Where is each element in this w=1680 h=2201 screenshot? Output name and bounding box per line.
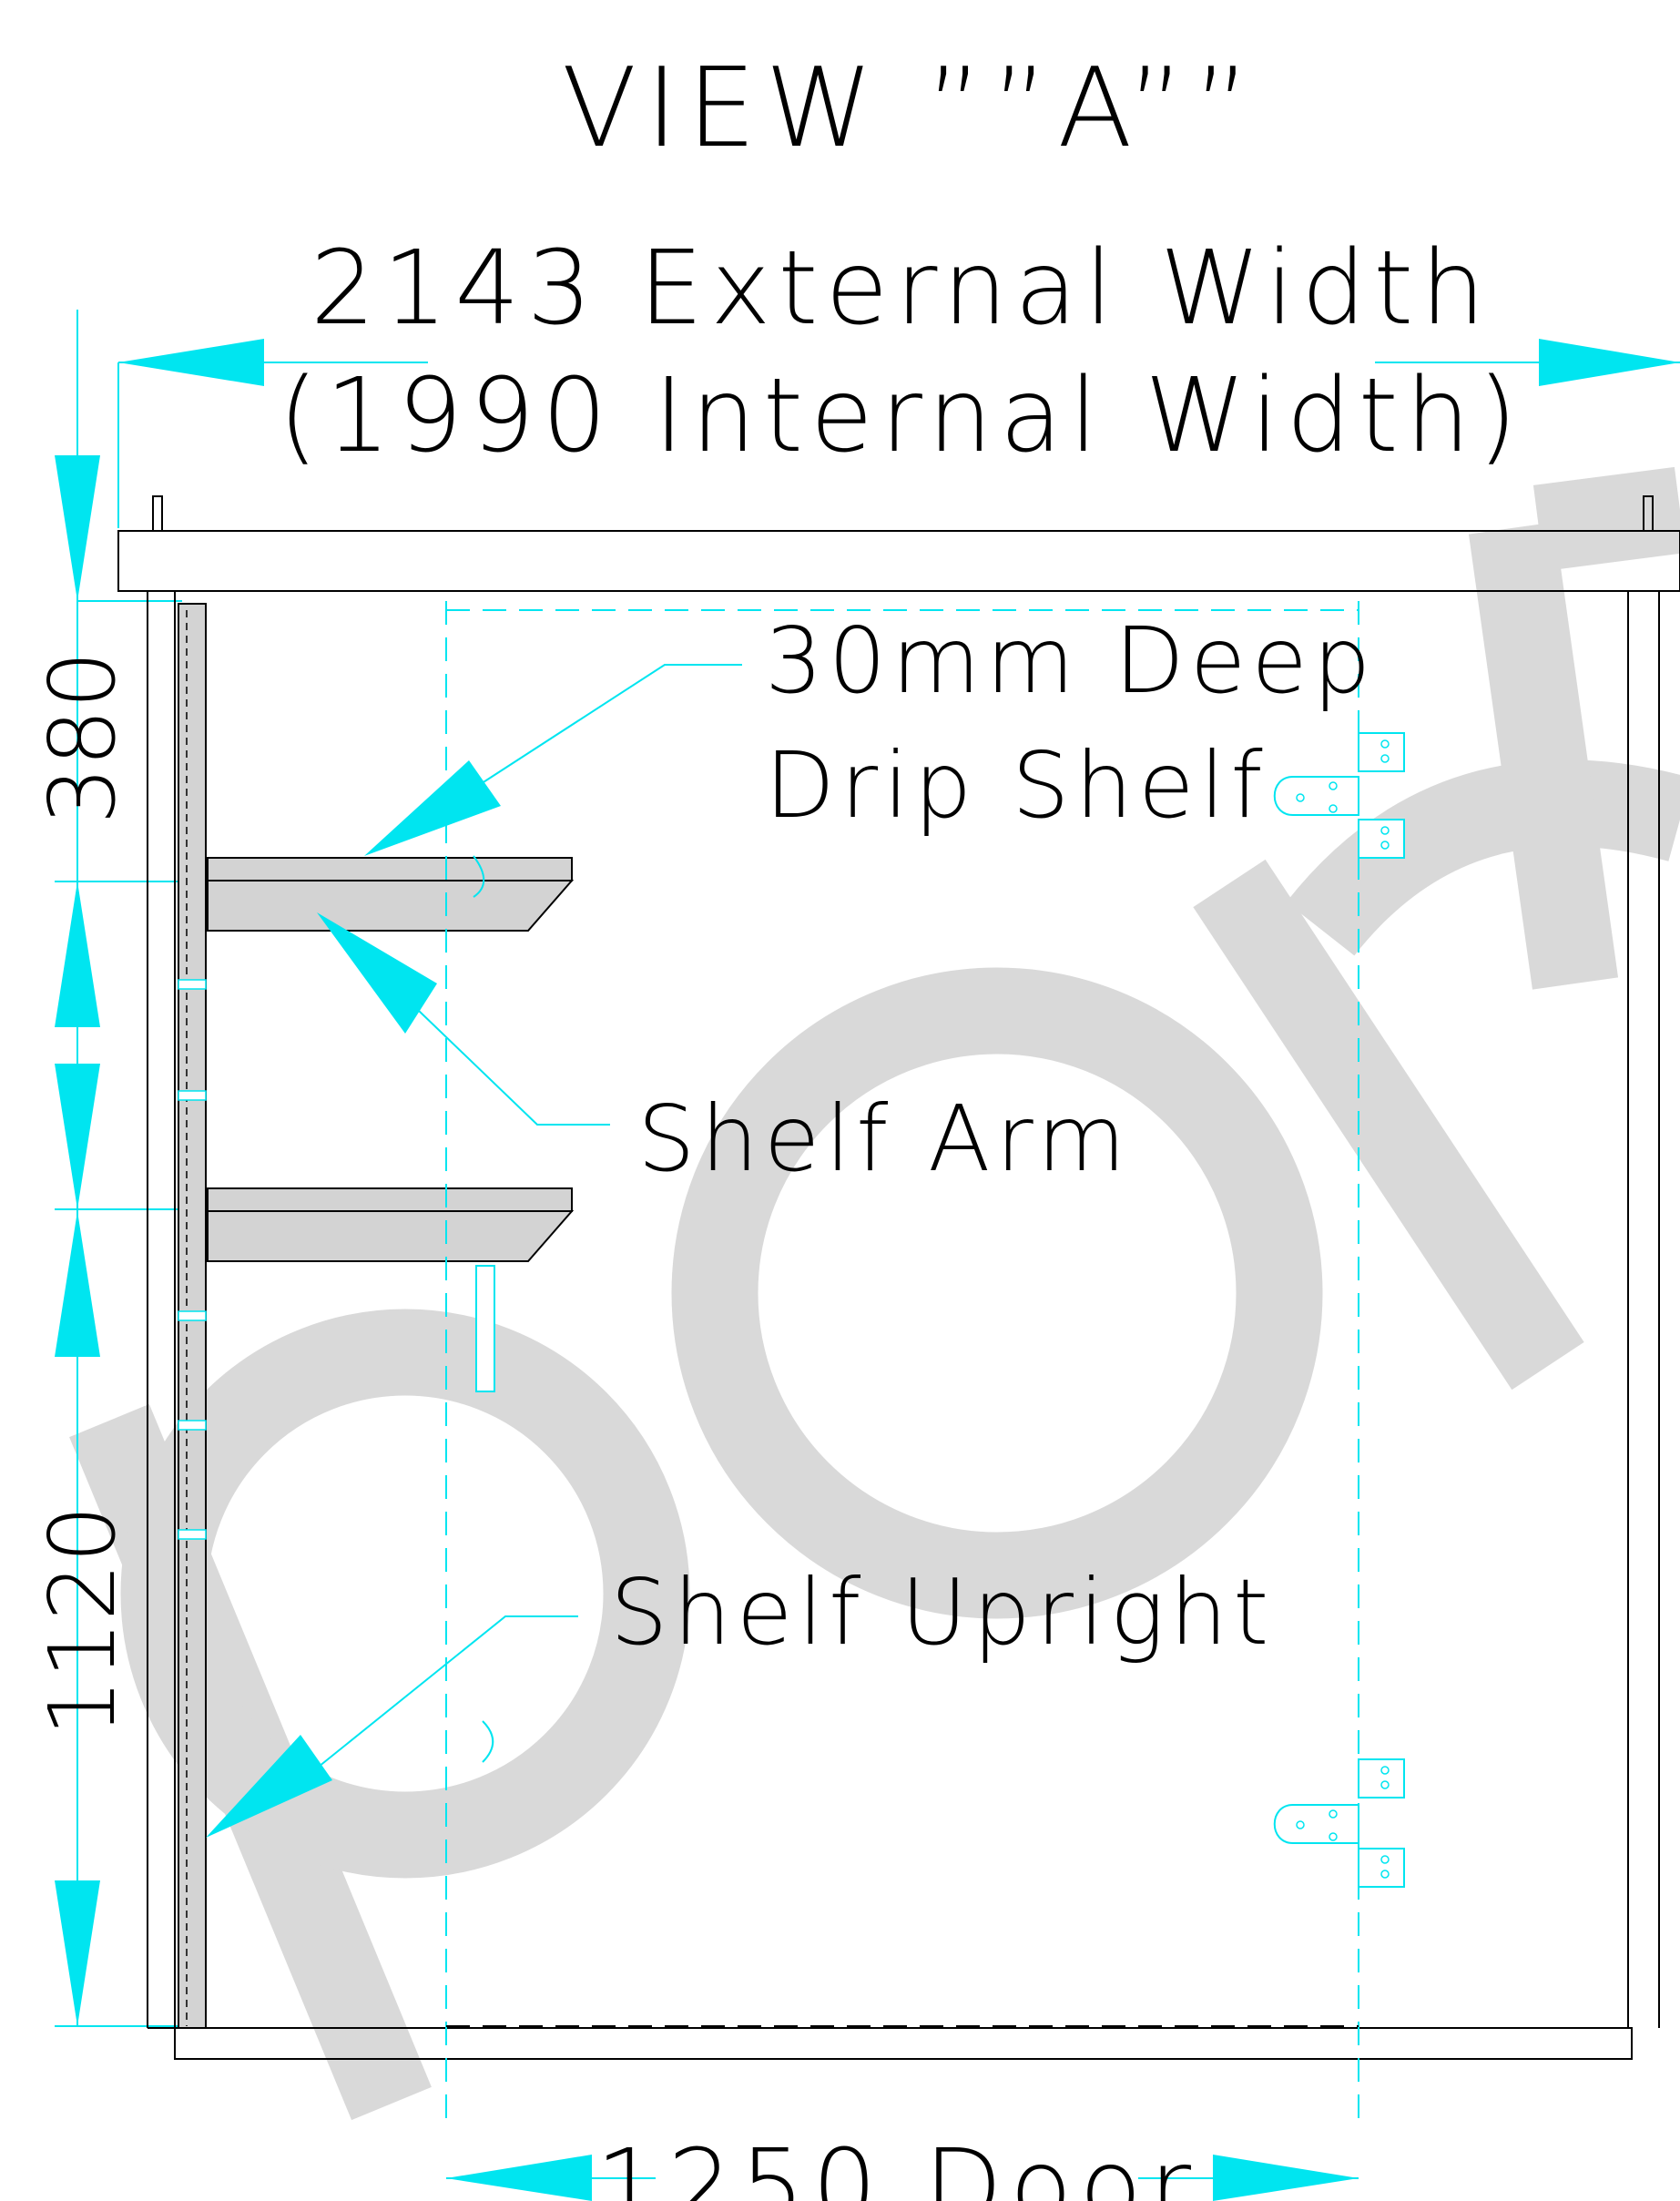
dimension-380: 380 <box>29 651 136 825</box>
view-title: VIEW ””A”” <box>562 46 1259 172</box>
shelf-arm-leader <box>317 912 610 1126</box>
vertical-dimension-chain <box>55 310 182 2027</box>
shelf-upright <box>178 603 207 2029</box>
door-width-label: 1250 Door <box>596 2128 1198 2201</box>
upper-drip-shelf <box>207 855 575 932</box>
door-dimension <box>446 2155 1359 2201</box>
internal-width-label: (1990 Internal Width) <box>279 357 1525 475</box>
drip-shelf-label-line2: Drip Shelf <box>765 732 1268 839</box>
lower-drip-shelf <box>207 1187 575 1262</box>
external-width-dimension <box>117 339 1680 528</box>
door-opening <box>445 601 1359 2122</box>
drip-shelf-leader <box>364 664 742 856</box>
drip-shelf-label-line1: 30mm Deep <box>765 607 1376 714</box>
upper-hinge <box>1273 732 1405 859</box>
shelf-arm-label: Shelf Arm <box>637 1085 1131 1192</box>
lower-hinge <box>1273 1758 1405 1888</box>
dimension-1120: 1120 <box>29 1505 136 1737</box>
shelf-upright-leader <box>206 1615 578 1838</box>
external-width-label: 2143 External Width <box>311 229 1492 348</box>
cabinet-outline <box>117 495 1680 2060</box>
watermark <box>69 466 1680 2121</box>
shelf-upright-label: Shelf Upright <box>610 1559 1274 1666</box>
